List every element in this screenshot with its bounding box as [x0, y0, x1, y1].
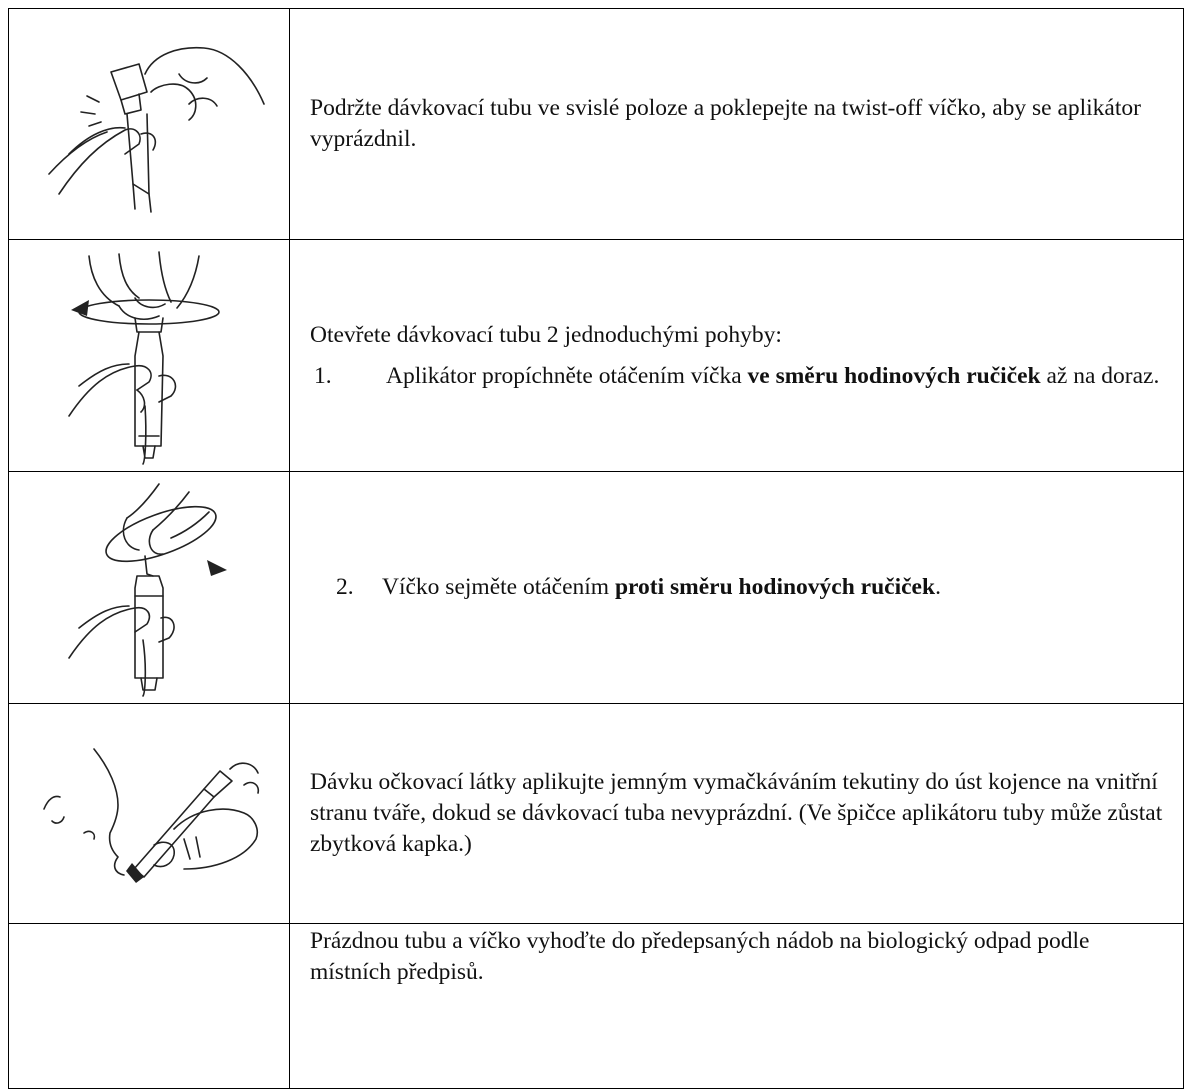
step-text: Víčko sejměte otáčením proti směru hodin… — [382, 572, 941, 603]
twist-counterclockwise-icon — [68, 482, 227, 697]
instruction-text: Podržte dávkovací tubu ve svislé poloze … — [310, 95, 1141, 152]
instruction-text-cell: Prázdnou tubu a víčko vyhoďte do předeps… — [289, 923, 1184, 1089]
step-text-part: . — [935, 574, 941, 600]
step-text-part: Aplikátor propíchněte otáčením víčka — [386, 362, 748, 389]
hand-tapping-tube-icon — [48, 46, 265, 213]
step-text: Aplikátor propíchněte otáčením víčka ve … — [386, 361, 1159, 392]
instruction-intro: Otevřete dávkovací tubu 2 jednoduchými p… — [310, 321, 782, 348]
instruction-text-cell: Dávku očkovací látky aplikujte jemným vy… — [289, 703, 1184, 924]
step-text-bold: ve směru hodinových ručiček — [747, 362, 1041, 389]
table-row: Dávku očkovací látky aplikujte jemným vy… — [8, 703, 1184, 924]
illustration-cell — [8, 703, 290, 924]
illustration-cell — [8, 8, 290, 240]
step-text-part: Víčko sejměte otáčením — [382, 574, 615, 600]
twist-clockwise-icon — [68, 250, 220, 465]
step-text-part: až na doraz. — [1040, 362, 1160, 389]
illustration-cell — [8, 239, 290, 472]
instructions-table: Podržte dávkovací tubu ve svislé poloze … — [8, 8, 1184, 1089]
instruction-text-cell: 2. Víčko sejměte otáčením proti směru ho… — [289, 471, 1184, 704]
instruction-text-cell: Otevřete dávkovací tubu 2 jednoduchými p… — [289, 239, 1184, 472]
illustration-cell — [8, 923, 290, 1089]
instruction-text: Dávku očkovací látky aplikujte jemným vy… — [310, 769, 1163, 857]
oral-administration-icon — [43, 747, 260, 883]
step-text-bold: proti směru hodinových ručiček — [614, 574, 936, 600]
step-number: 2. — [336, 574, 354, 600]
instruction-text: Prázdnou tubu a víčko vyhoďte do předeps… — [310, 928, 1090, 985]
step-number: 1. — [314, 362, 332, 389]
table-row: Otevřete dávkovací tubu 2 jednoduchými p… — [8, 239, 1184, 472]
step-item: 1. Aplikátor propíchněte otáčením víčka … — [310, 361, 1171, 392]
instruction-text-cell: Podržte dávkovací tubu ve svislé poloze … — [289, 8, 1184, 240]
step-item: 2. Víčko sejměte otáčením proti směru ho… — [310, 572, 1171, 603]
illustration-cell — [8, 471, 290, 704]
table-row: Prázdnou tubu a víčko vyhoďte do předeps… — [8, 923, 1184, 1089]
table-row: Podržte dávkovací tubu ve svislé poloze … — [8, 8, 1184, 240]
table-row: 2. Víčko sejměte otáčením proti směru ho… — [8, 471, 1184, 704]
